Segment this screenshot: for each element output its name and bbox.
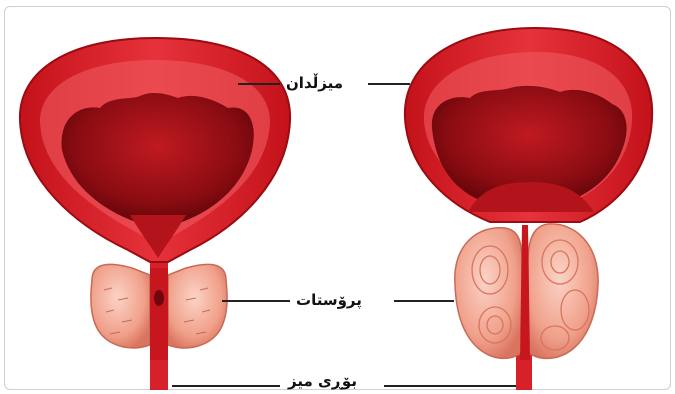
prostate-label: پرۆستات (296, 291, 362, 309)
bladder-leader-left (238, 83, 280, 85)
prostate-leader-right (394, 300, 454, 302)
urethra-leader-left (172, 385, 280, 387)
enlarged-prostate-drawing (405, 28, 652, 390)
bladder-leader-right (368, 83, 410, 85)
normal-prostate-left-lobe (91, 264, 150, 347)
normal-prostate-right-lobe (168, 264, 227, 347)
urethra-leader-right (384, 385, 516, 387)
urethra-label: بۆڕی میز (288, 372, 357, 390)
normal-prostate-drawing (20, 38, 290, 390)
enlarged-prostate-left-lobe (455, 228, 522, 359)
bladder-label: میزڵدان (286, 74, 343, 92)
enlarged-prostate-right-lobe (528, 224, 598, 359)
prostate-leader-left (222, 300, 290, 302)
